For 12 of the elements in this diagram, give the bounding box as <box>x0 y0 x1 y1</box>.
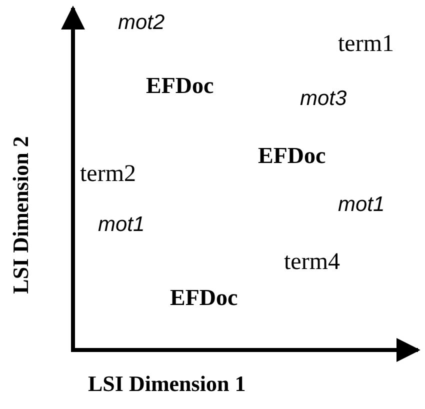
word-label: EFDoc <box>258 144 326 167</box>
word-label: mot3 <box>300 88 347 109</box>
word-label: term2 <box>80 162 136 186</box>
word-label: mot1 <box>98 214 145 235</box>
word-label: term4 <box>284 250 340 274</box>
word-label: mot2 <box>118 12 165 33</box>
axis-title: LSI Dimension 1 <box>88 373 246 395</box>
word-label: mot1 <box>338 194 385 215</box>
word-label: EFDoc <box>170 286 238 309</box>
axis-title: LSI Dimension 2 <box>10 136 32 294</box>
word-label: term1 <box>338 32 394 56</box>
word-label: EFDoc <box>146 74 214 97</box>
